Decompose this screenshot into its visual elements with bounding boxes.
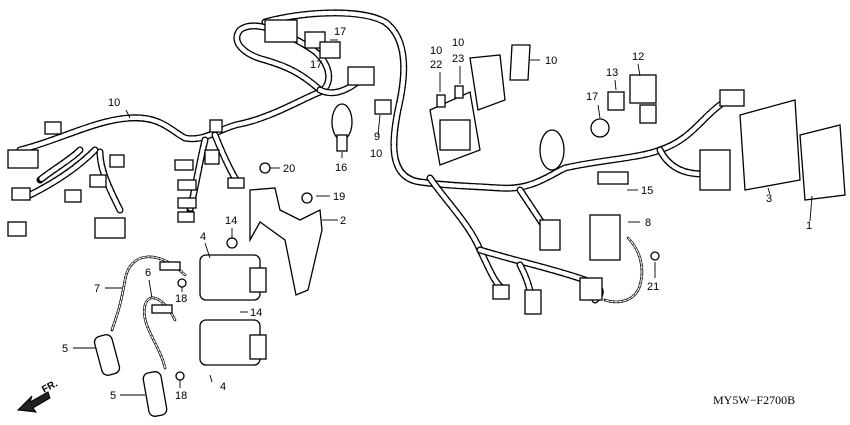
connector-bottom-b (524, 289, 542, 315)
callout-2: 2 (340, 215, 346, 227)
plug-wire-end-a (159, 261, 181, 271)
plug-wire-end-b (151, 304, 173, 314)
callout-12: 12 (632, 51, 644, 63)
connector-3 (699, 149, 731, 191)
module-1 (799, 124, 846, 201)
bolt-20 (259, 162, 271, 174)
callouts: 1 2 3 4 4 5 5 6 7 8 9 10 10 10 10 10 12 … (62, 26, 812, 402)
harness-connectors-left (7, 119, 245, 239)
callout-19: 19 (333, 191, 345, 203)
coil-upper-cap (249, 267, 267, 293)
center-parts (175, 162, 323, 381)
front-direction-indicator: FR. (16, 378, 60, 413)
callout-17b: 17 (310, 59, 322, 71)
connector-g (94, 217, 126, 239)
relay-13 (607, 91, 625, 111)
connector-h (109, 154, 125, 168)
clamp-17-c (590, 118, 610, 138)
connector-i (174, 159, 194, 171)
band-15 (597, 171, 629, 185)
connector-bottom-a (492, 284, 510, 300)
connector-c (7, 221, 27, 237)
callout-10e: 10 (370, 148, 382, 160)
relay-9 (374, 99, 392, 115)
leader-lines (73, 39, 813, 396)
callout-5b: 5 (110, 390, 116, 402)
callout-18b: 18 (175, 390, 187, 402)
connector-top-left (264, 19, 298, 43)
connector-b (11, 187, 31, 201)
callout-10c: 10 (452, 37, 464, 49)
callout-23: 23 (452, 53, 464, 65)
nut-19 (301, 192, 313, 204)
callout-10d: 10 (545, 55, 557, 67)
upper-connectors (264, 19, 392, 152)
fuse-23 (454, 85, 464, 99)
connector-top-right (347, 66, 375, 86)
bolt-21 (650, 251, 660, 261)
connector-o (209, 119, 223, 133)
callout-3: 3 (766, 193, 772, 205)
fuse-box (429, 44, 531, 166)
callout-14a: 14 (225, 215, 237, 227)
callout-7: 7 (94, 283, 100, 295)
connector-bottom-right (579, 277, 603, 301)
callout-14b: 14 (250, 307, 262, 319)
fuse-22 (436, 94, 446, 108)
connector-k (177, 197, 197, 209)
front-label: FR. (40, 378, 60, 395)
clamp-17-b (319, 41, 341, 59)
clamp-16-tail (336, 134, 348, 152)
connector-m (227, 177, 245, 189)
callout-4b: 4 (220, 381, 226, 393)
callout-4a: 4 (200, 231, 206, 243)
callout-20: 20 (283, 163, 295, 175)
callout-18a: 18 (175, 293, 187, 305)
connector-f (89, 174, 107, 188)
connector-l (177, 211, 195, 223)
coil-lower-cap (249, 334, 267, 360)
plug-cap-5-a (93, 334, 121, 376)
bolt-18-a (177, 278, 187, 288)
callout-15: 15 (641, 185, 653, 197)
front-arrow-icon (16, 391, 51, 413)
connector-n (204, 149, 220, 165)
connector-a (7, 149, 39, 169)
callout-6: 6 (145, 267, 151, 279)
bracket-2 (249, 187, 323, 296)
callout-8: 8 (645, 217, 651, 229)
callout-5a: 5 (62, 343, 68, 355)
callout-17c: 17 (586, 91, 598, 103)
plug-cap-5-b (142, 371, 168, 417)
callout-16: 16 (335, 162, 347, 174)
plug-wires (93, 255, 187, 417)
callout-17a: 17 (334, 26, 346, 38)
boot (539, 129, 565, 171)
right-parts (492, 74, 846, 315)
relay-13-b (639, 104, 657, 124)
relay-12 (629, 74, 657, 104)
collar-14 (226, 237, 238, 249)
callout-10a: 10 (108, 97, 120, 109)
callout-9: 9 (374, 131, 380, 143)
callout-1: 1 (806, 220, 812, 232)
module-3 (739, 99, 801, 191)
bolt-18-b (175, 371, 185, 381)
connector-j (177, 179, 197, 191)
connector-3-plug (719, 89, 745, 107)
diagram-code: MY5W−F2700B (713, 393, 795, 407)
callout-22: 22 (430, 59, 442, 71)
label-plate-10 (509, 44, 531, 81)
ignition-coils (199, 254, 267, 366)
callout-13: 13 (606, 67, 618, 79)
connector-e (64, 189, 82, 203)
relay-8 (589, 214, 621, 261)
callout-10b: 10 (430, 45, 442, 57)
callout-21: 21 (647, 281, 659, 293)
connector-lower (539, 219, 561, 251)
connector-d (44, 121, 62, 135)
